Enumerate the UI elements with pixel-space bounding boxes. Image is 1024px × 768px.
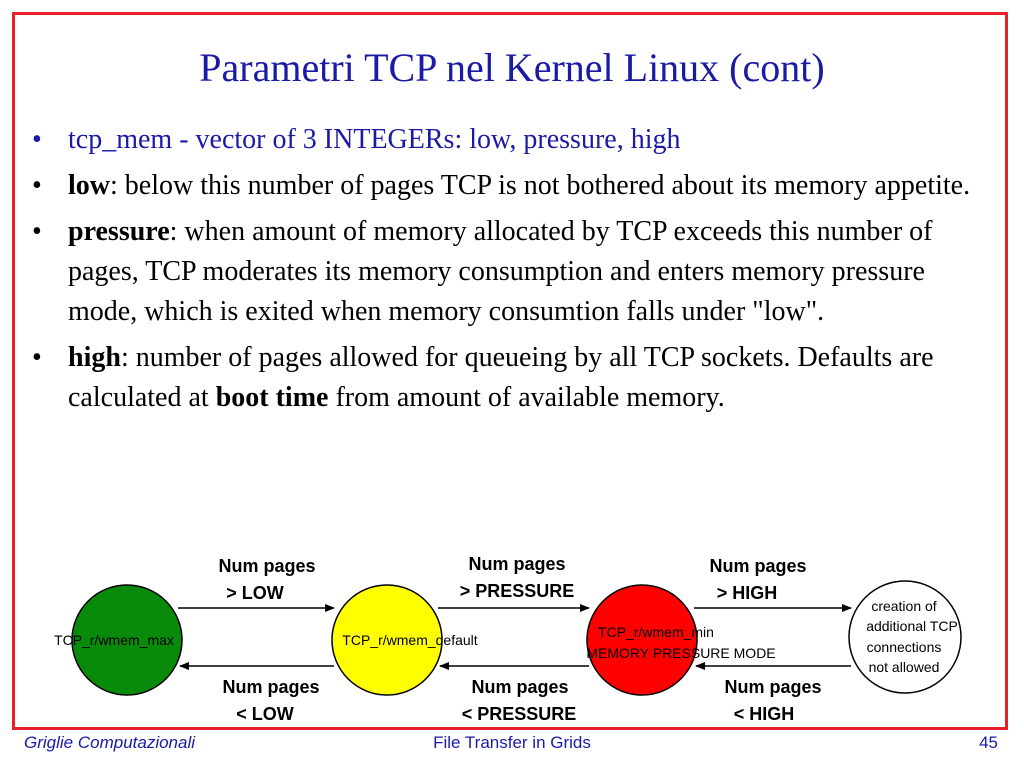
state-noconn-label-1: creation of	[871, 598, 936, 614]
bottom-label-2-line1: Num pages	[471, 677, 568, 697]
top-label-3-line2: > HIGH	[717, 583, 778, 603]
bullet-dot: •	[32, 216, 42, 247]
top-label-1-line1: Num pages	[218, 556, 315, 576]
top-label-2-line2: > PRESSURE	[460, 581, 575, 601]
bullet-low: • low: below this number of pages TCP is …	[28, 166, 988, 206]
bullet-dot: •	[32, 170, 42, 201]
state-min-circle	[586, 584, 698, 696]
bullet-dot: •	[32, 342, 42, 373]
slide-title: Parametri TCP nel Kernel Linux (cont)	[199, 45, 825, 90]
bottom-label-3-line1: Num pages	[724, 677, 821, 697]
bullet-pressure: • pressure: when amount of memory allocat…	[28, 212, 988, 332]
state-diagram: TCP_r/wmem_max TCP_r/wmem_default TCP_r/…	[54, 554, 962, 724]
state-max-label: TCP_r/wmem_max	[54, 632, 174, 648]
state-default-circle	[331, 584, 443, 696]
bottom-label-1-line2: < LOW	[236, 704, 294, 724]
state-default-label: TCP_r/wmem_default	[342, 632, 477, 648]
bottom-label-2-line2: < PRESSURE	[462, 704, 577, 724]
state-min-label-2: MEMORY PRESSURE MODE	[586, 645, 775, 661]
bullet-dot: •	[32, 124, 42, 155]
state-max-circle	[71, 584, 183, 696]
state-no-new-conn-circle	[848, 580, 962, 694]
bullet-text: : below this number of pages TCP is not …	[110, 170, 971, 201]
state-min-label-1: TCP_r/wmem_min	[598, 624, 714, 640]
state-noconn-label-3: connections	[867, 639, 942, 655]
footer-topic: File Transfer in Grids	[433, 733, 591, 752]
footer-page-number: 45	[979, 733, 998, 752]
bullet-high: • high: number of pages allowed for queue…	[28, 338, 988, 418]
bottom-label-3-line2: < HIGH	[734, 704, 795, 724]
bullet-list: • tcp_mem - vector of 3 INTEGERs: low, pr…	[28, 120, 988, 424]
top-label-3-line1: Num pages	[709, 556, 806, 576]
bullet-term-boot-time: boot time	[215, 382, 329, 413]
bullet-tcp-mem: • tcp_mem - vector of 3 INTEGERs: low, pr…	[28, 120, 988, 160]
bullet-term: high	[68, 342, 121, 373]
bullet-text: tcp_mem - vector of 3 INTEGERs: low, pre…	[68, 124, 681, 155]
slide-frame	[12, 12, 1008, 730]
bottom-label-1-line1: Num pages	[222, 677, 319, 697]
bullet-term: pressure	[68, 216, 170, 247]
bullet-term: low	[68, 170, 110, 201]
top-label-2-line1: Num pages	[468, 554, 565, 574]
state-noconn-label-4: not allowed	[869, 659, 940, 675]
bullet-text: from amount of available memory.	[328, 382, 725, 413]
bullet-text: : when amount of memory allocated by TCP…	[68, 216, 933, 327]
top-label-1-line2: > LOW	[226, 583, 284, 603]
state-noconn-label-2: additional TCP	[866, 618, 958, 634]
bullet-text: : number of pages allowed for queueing b…	[68, 342, 934, 413]
footer-course: Griglie Computazionali	[24, 733, 196, 752]
